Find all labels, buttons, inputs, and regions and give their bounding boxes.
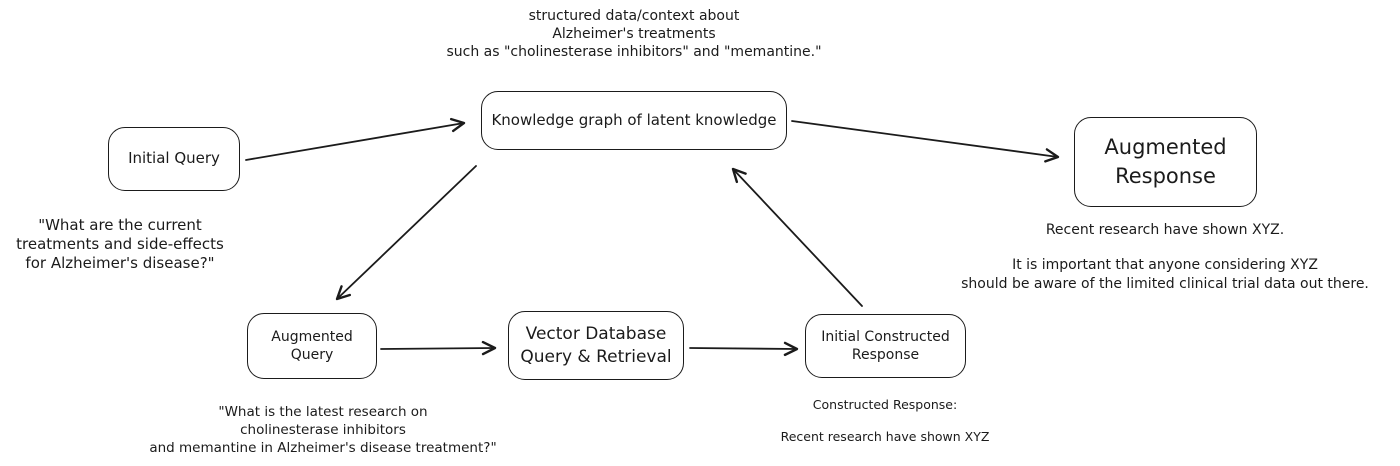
node-initial-query: Initial Query	[108, 127, 240, 191]
node-vector-database: Vector Database Query & Retrieval	[508, 311, 684, 380]
annotation-line: "What are the current	[38, 216, 202, 234]
annotation-line: Constructed Response:	[812, 397, 958, 412]
augmented-response-annotation: Recent research have shown XYZ. It is im…	[935, 221, 1395, 293]
arrow-knowledge-graph-to-augmented-query	[335, 165, 477, 301]
node-augmented-query: Augmented Query	[247, 313, 377, 379]
annotation-line: Recent research have shown XYZ.	[1045, 222, 1285, 238]
annotation-line: Recent research have shown XYZ	[780, 428, 990, 444]
annotation-line: for Alzheimer's disease?"	[25, 253, 215, 272]
arrow-vector-database-to-initial-constructed	[689, 341, 799, 357]
augmented-query-annotation: "What is the latest research on cholines…	[147, 404, 499, 457]
node-initial-constructed-line1: Initial Constructed	[821, 328, 950, 345]
node-augmented-response-line2: Response	[1115, 164, 1216, 188]
node-initial-constructed-line2: Response	[851, 347, 920, 363]
annotation-line: "What is the latest research on	[218, 404, 428, 420]
annotation-line: and memantine in Alzheimer's disease tre…	[149, 439, 497, 456]
node-vector-database-line2: Query & Retrieval	[520, 346, 672, 367]
node-augmented-response: Augmented Response	[1074, 117, 1257, 207]
annotation-line: Alzheimer's treatments	[552, 25, 716, 42]
node-augmented-query-line1: Augmented	[271, 328, 353, 345]
node-initial-constructed-response: Initial Constructed Response	[805, 314, 966, 378]
node-initial-query-label: Initial Query	[128, 149, 220, 168]
arrow-knowledge-graph-to-augmented-response	[791, 120, 1060, 163]
arrow-initial-constructed-to-knowledge-graph	[731, 167, 863, 307]
annotation-line: cholinesterase inhibitors	[240, 421, 406, 438]
node-knowledge-graph: Knowledge graph of latent knowledge	[481, 91, 787, 150]
knowledge-graph-annotation: structured data/context about Alzheimer'…	[394, 8, 874, 62]
annotation-line: It is important that anyone considering …	[1012, 257, 1318, 274]
annotation-line: should be aware of the limited clinical …	[961, 275, 1369, 292]
arrow-initial-query-to-knowledge-graph	[245, 117, 466, 161]
constructed-response-annotation: Constructed Response: Recent research ha…	[735, 397, 1035, 445]
arrow-augmented-query-to-vector-database	[380, 340, 497, 356]
annotation-line: treatments and side-effects	[16, 234, 224, 253]
initial-query-annotation: "What are the current treatments and sid…	[0, 216, 240, 272]
node-knowledge-graph-label: Knowledge graph of latent knowledge	[491, 110, 777, 129]
annotation-line: structured data/context about	[528, 8, 740, 24]
annotation-line: such as "cholinesterase inhibitors" and …	[446, 43, 822, 60]
node-augmented-response-line1: Augmented	[1104, 134, 1227, 159]
node-vector-database-line1: Vector Database	[525, 324, 667, 345]
node-augmented-query-line2: Query	[290, 347, 334, 363]
